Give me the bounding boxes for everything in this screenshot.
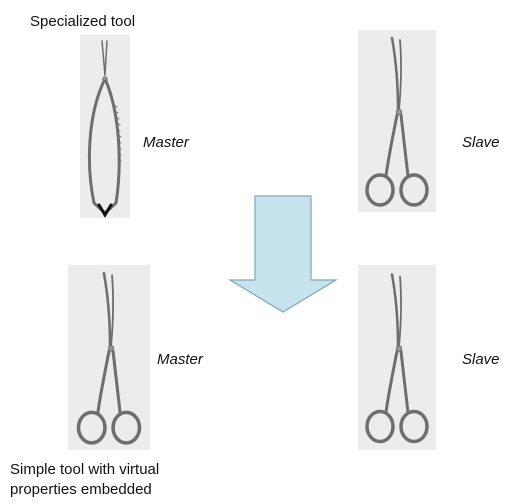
down-arrow-icon: [228, 195, 338, 313]
top-caption: Specialized tool: [30, 12, 135, 31]
bottom-left-scissors-image: [68, 265, 150, 450]
label-top-left-master: Master: [143, 134, 189, 151]
bottom-caption-line2: properties embedded: [10, 480, 152, 499]
surgical-scissors-icon: [358, 265, 436, 450]
spring-scissors-icon: [80, 35, 130, 218]
specialized-tool-image: [80, 35, 130, 218]
surgical-scissors-icon: [358, 30, 436, 212]
surgical-scissors-icon: [68, 265, 150, 450]
label-bottom-left-master: Master: [157, 351, 203, 368]
label-bottom-right-slave: Slave: [462, 351, 500, 368]
top-right-scissors-image: [358, 30, 436, 212]
arrow-shape: [230, 196, 336, 312]
bottom-right-scissors-image: [358, 265, 436, 450]
bottom-caption-line1: Simple tool with virtual: [10, 460, 159, 479]
label-top-right-slave: Slave: [462, 134, 500, 151]
